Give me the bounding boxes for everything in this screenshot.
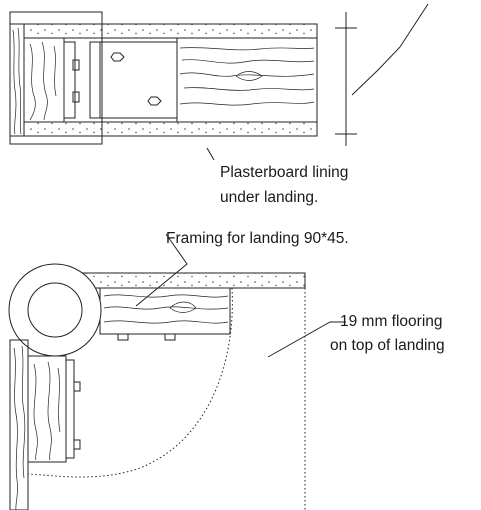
top-steel-plate xyxy=(89,41,178,119)
bottom-bolt-1 xyxy=(117,333,129,341)
bottom-framing-grain xyxy=(103,294,229,324)
bottom-side-bracket xyxy=(65,359,75,459)
top-sheet-lower xyxy=(23,121,318,137)
top-inner-joist-grain xyxy=(29,41,57,121)
top-stringer-line xyxy=(351,3,429,96)
top-hex-bolt-2 xyxy=(147,96,162,106)
framing-leader xyxy=(135,233,188,307)
flooring-label-line2: on top of landing xyxy=(330,337,445,354)
bottom-post-grain xyxy=(13,345,26,510)
top-detail xyxy=(9,3,429,161)
plasterboard-label-line2: under landing. xyxy=(220,189,318,206)
landing-dotted-outline xyxy=(27,287,306,510)
top-bolt-2 xyxy=(72,91,80,103)
plasterboard-leader xyxy=(206,147,215,161)
top-sheet-upper xyxy=(23,23,318,39)
top-bolt-1 xyxy=(72,59,80,71)
bottom-detail xyxy=(8,233,346,510)
round-post-inner xyxy=(27,282,83,338)
bottom-flooring-board xyxy=(79,272,306,289)
bottom-vertical-post xyxy=(9,339,29,510)
top-bracket xyxy=(63,41,76,119)
flooring-leader xyxy=(267,321,346,358)
flooring-label-line1: 19 mm flooring xyxy=(340,313,443,330)
bottom-bolt-2 xyxy=(164,333,176,341)
bottom-side-bolt-1 xyxy=(73,381,81,392)
top-hex-bolt-1 xyxy=(110,52,125,62)
top-landing-joist xyxy=(176,37,318,123)
top-left-timber-grain xyxy=(12,27,22,135)
plasterboard-label-line1: Plasterboard lining xyxy=(220,164,348,181)
framing-label: Framing for landing 90*45. xyxy=(166,230,349,247)
bottom-side-bolt-2 xyxy=(73,439,81,450)
bottom-side-joist xyxy=(27,355,67,463)
round-post-outer xyxy=(8,263,102,357)
top-joist-grain xyxy=(179,47,315,106)
bottom-side-joist-grain xyxy=(33,361,61,461)
top-left-timber xyxy=(9,23,25,137)
